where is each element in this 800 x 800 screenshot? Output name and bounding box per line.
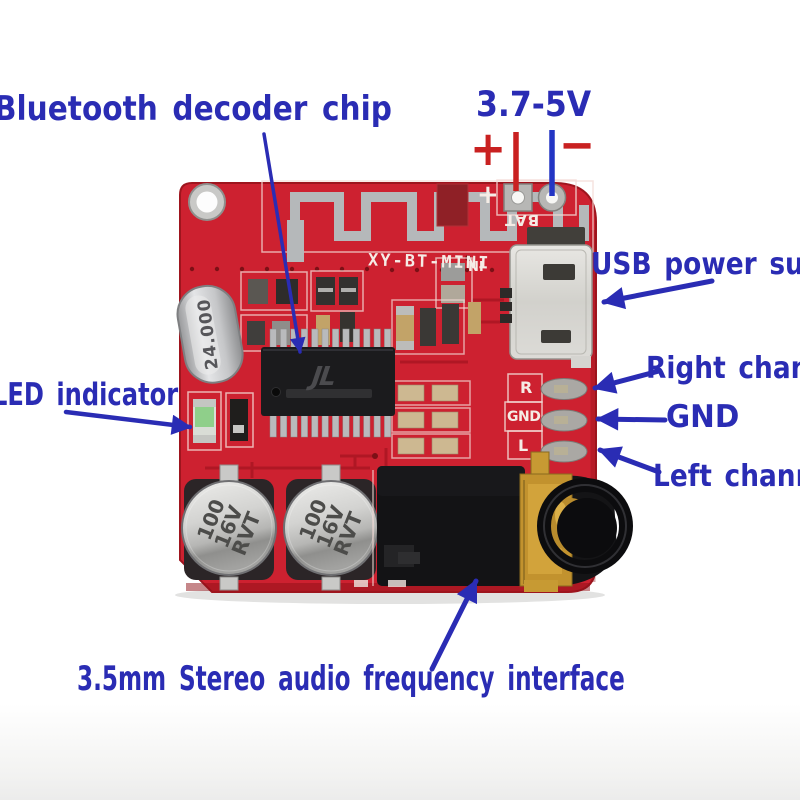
silkscreen-gnd-pad: GND bbox=[507, 409, 541, 425]
bluetooth-chip-ic bbox=[261, 328, 395, 438]
power-wires bbox=[513, 130, 555, 196]
chip-logo: JL bbox=[309, 362, 337, 392]
plus-sign: + bbox=[470, 121, 507, 177]
label-voltage-range: 3.7-5V bbox=[476, 85, 592, 125]
label-usb-power-supply: USB power supply bbox=[591, 247, 800, 282]
smd-cluster-right bbox=[391, 299, 481, 355]
arrow-led bbox=[63, 409, 193, 435]
silkscreen-plus-mark: + bbox=[477, 180, 499, 210]
audio-jack bbox=[354, 451, 633, 592]
minus-sign: − bbox=[559, 117, 596, 173]
silkscreen-right-pad: R bbox=[520, 378, 533, 397]
label-left-channel: Left channel bbox=[653, 459, 800, 494]
smd-next-to-led bbox=[225, 392, 254, 448]
resistor-rows-right bbox=[391, 380, 471, 459]
arrow-usb-power bbox=[601, 278, 715, 310]
label-bluetooth-decoder-chip: Bluetooth decoder chip bbox=[0, 89, 392, 129]
usb-connector bbox=[500, 227, 593, 368]
power-pads bbox=[496, 179, 577, 216]
annotation-arrows bbox=[63, 132, 715, 672]
arrow-gnd bbox=[595, 408, 668, 431]
crystal-oscillator bbox=[176, 284, 244, 384]
arrow-left-channel bbox=[597, 446, 662, 475]
label-audio-interface: 3.5mm Stereo audio frequency interface bbox=[77, 659, 625, 699]
arrow-audio-jack bbox=[429, 578, 479, 672]
capacitor-left bbox=[181, 464, 277, 591]
arrow-right-channel bbox=[592, 368, 662, 394]
silkscreen-left-pad: L bbox=[518, 436, 529, 455]
label-right-channel: Right channel bbox=[646, 351, 800, 386]
capacitor-right bbox=[283, 464, 379, 591]
output-pads bbox=[504, 373, 588, 463]
silkscreen-in: IN bbox=[468, 257, 484, 272]
label-led-indicator: LED indicator bbox=[0, 377, 179, 413]
inductor-component bbox=[435, 183, 473, 309]
arrow-bluetooth-chip bbox=[262, 132, 306, 354]
label-gnd: GND bbox=[666, 399, 740, 435]
mounting-hole bbox=[188, 183, 226, 221]
silkscreen-bat: BAT bbox=[504, 211, 540, 229]
